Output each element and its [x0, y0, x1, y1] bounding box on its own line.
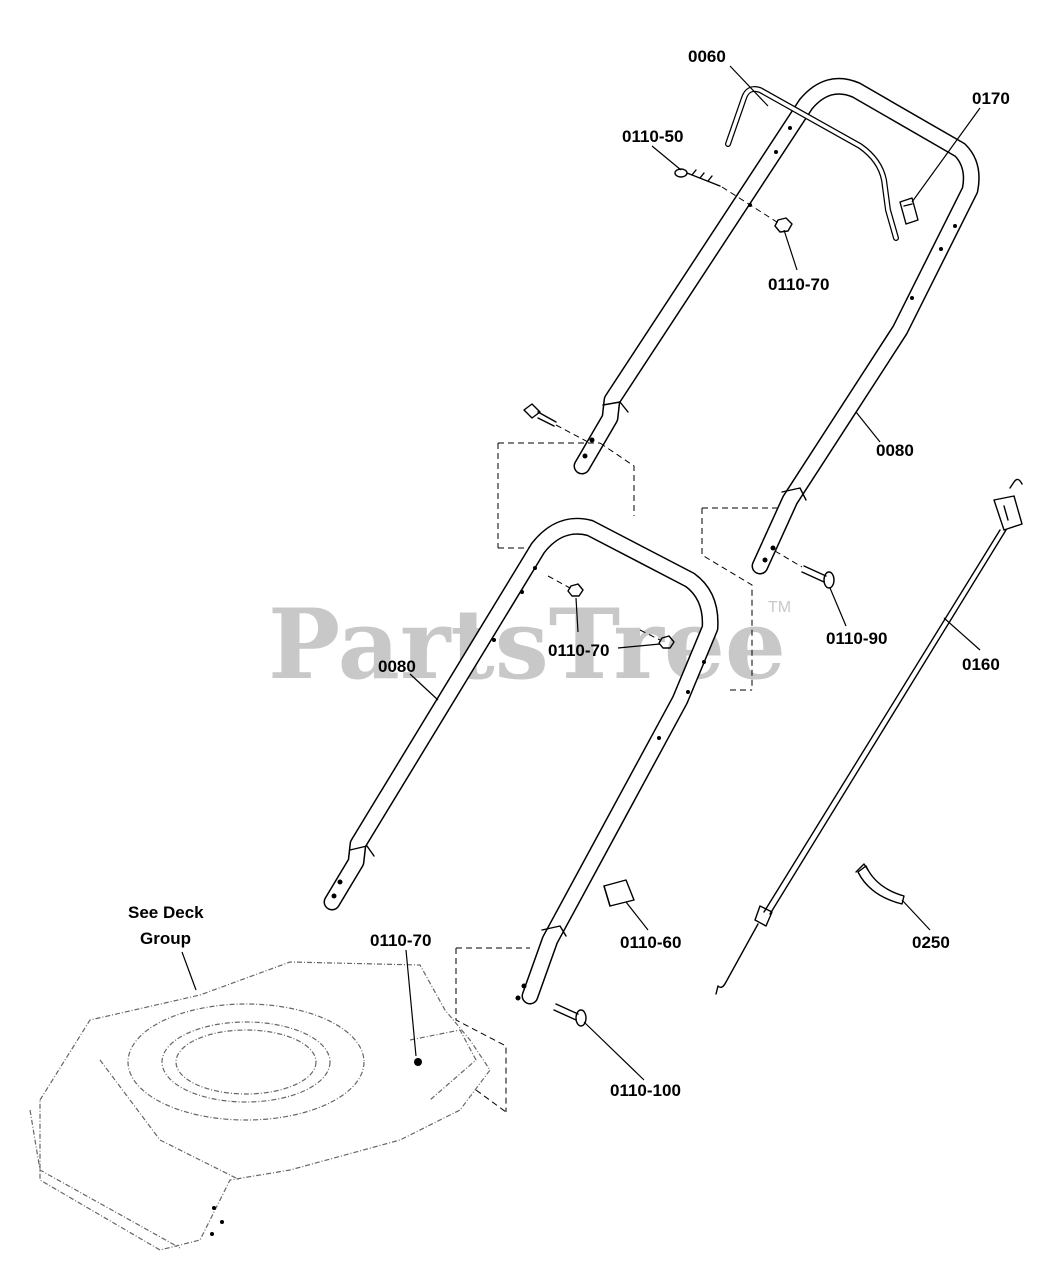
lower-handle-0080 — [323, 517, 719, 1005]
clip-0170 — [899, 197, 919, 225]
nuts-0110-70-mid — [547, 575, 675, 649]
label-0080-upper: 0080 — [876, 441, 914, 460]
cable-0160 — [715, 478, 1023, 995]
bolt-upper-left — [523, 403, 589, 443]
label-0110-90: 0110-90 — [826, 629, 887, 648]
label-0110-70-bottom: 0110-70 — [370, 931, 431, 950]
bail-0060 — [725, 86, 899, 241]
upper-handle-0080 — [573, 77, 980, 575]
watermark-trademark: TM — [768, 599, 791, 616]
bolt-0110-90 — [774, 550, 835, 589]
label-0110-60: 0110-60 — [620, 933, 681, 952]
align-box-upper-right — [701, 507, 780, 691]
label-0170: 0170 — [972, 89, 1010, 108]
label-0110-100: 0110-100 — [610, 1081, 681, 1100]
label-0060: 0060 — [688, 47, 726, 66]
deck-outline — [29, 961, 491, 1251]
leader-lines — [181, 65, 981, 1081]
bolt-0110-100 — [553, 1003, 587, 1027]
label-see-deck-line2: Group — [140, 929, 191, 948]
label-0160: 0160 — [962, 655, 1000, 674]
align-box-lower — [455, 947, 530, 1113]
hardware-0110-50 — [674, 168, 793, 233]
label-0110-70-mid: 0110-70 — [548, 641, 609, 660]
label-0250: 0250 — [912, 933, 950, 952]
label-0110-70-top: 0110-70 — [768, 275, 829, 294]
label-0110-50: 0110-50 — [622, 127, 683, 146]
align-box-upper-left — [497, 442, 635, 549]
label-see-deck-line1: See Deck — [128, 903, 204, 922]
label-0080-lower: 0080 — [378, 657, 416, 676]
block-0110-60 — [603, 879, 635, 907]
cable-tie-0250 — [855, 863, 905, 905]
